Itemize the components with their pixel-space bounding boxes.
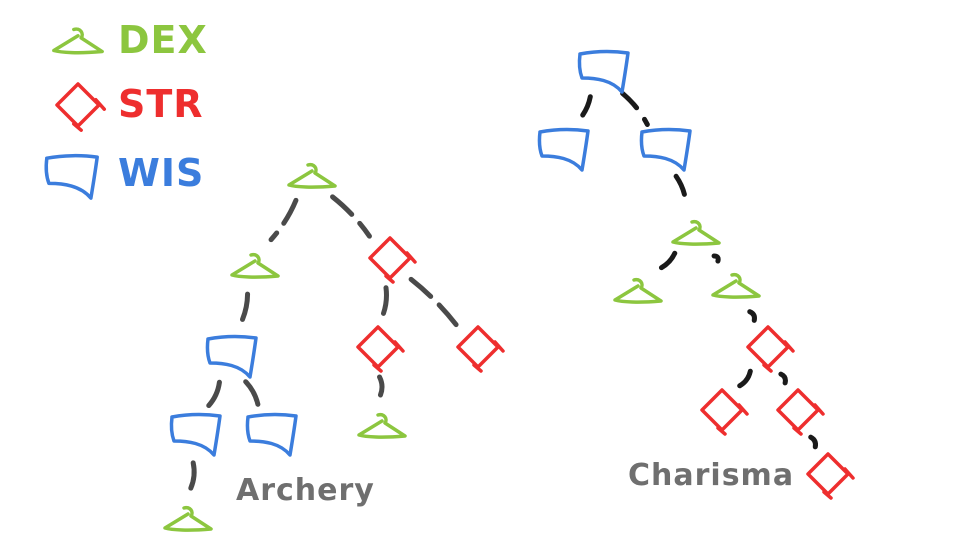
node-a1-dex-hanger-icon: [287, 162, 337, 189]
tree-label-charisma: Charisma: [628, 458, 794, 493]
banner-icon: [44, 153, 99, 200]
nodes-layer: [163, 49, 855, 532]
node-c6-dex-hanger-icon: [711, 272, 761, 299]
node-c5-dex-hanger-icon: [613, 277, 663, 304]
legend-dex-label: DEX: [118, 18, 208, 62]
node-a9-dex-hanger-icon: [357, 412, 407, 439]
node-a3-str-diamond-icon: [368, 236, 417, 284]
tree-edge-c9-c10: [808, 434, 818, 450]
tree-edge-c6-c7: [747, 309, 757, 323]
tree-edge-a1-a2: [268, 197, 299, 243]
tree-edge-a1-a3: [330, 194, 372, 239]
node-c10-str-diamond-icon: [806, 452, 855, 500]
node-a4-wis-banner-icon: [205, 334, 258, 379]
node-a10-dex-hanger-icon: [163, 505, 213, 532]
tree-edge-c4-c6: [711, 253, 721, 264]
tree-edge-a4-a8: [243, 379, 261, 409]
tree-edge-a3-a5: [379, 285, 389, 320]
node-c7-str-diamond-icon: [746, 325, 795, 373]
legend-dex-hanger-icon: [52, 27, 104, 55]
tree-edge-a5-a9: [377, 374, 385, 398]
tree-edge-c7-c9: [778, 371, 788, 386]
legend-str-diamond-icon: [55, 82, 106, 132]
node-a8-wis-banner-icon: [245, 412, 298, 457]
tree-edge-a3-a6: [408, 276, 460, 329]
edges-layer: [188, 90, 818, 491]
node-a2-dex-hanger-icon: [230, 252, 280, 279]
tree-edge-c3-c4: [673, 173, 689, 207]
legend: DEX STR WIS: [44, 18, 208, 200]
tree-edge-a7-a10: [188, 460, 197, 491]
tree-edge-c1-c2: [575, 94, 593, 124]
legend-wis-banner-icon: [44, 153, 99, 200]
hanger-icon: [52, 27, 104, 55]
node-a5-str-diamond-icon: [356, 325, 405, 373]
tree-edge-c1-c3: [620, 90, 650, 128]
diamond-icon: [55, 82, 106, 132]
node-c4-dex-hanger-icon: [671, 219, 721, 246]
tree-edge-c4-c5: [656, 250, 678, 272]
tree-edge-a2-a4: [236, 291, 251, 329]
node-c8-str-diamond-icon: [700, 388, 749, 436]
legend-wis-label: WIS: [118, 151, 204, 195]
legend-str-label: STR: [118, 82, 204, 126]
node-c3-wis-banner-icon: [639, 127, 692, 172]
node-a7-wis-banner-icon: [169, 412, 222, 457]
tree-edge-a4-a7: [206, 379, 222, 409]
tree-edge-c7-c8: [737, 368, 753, 389]
node-c9-str-diamond-icon: [776, 388, 825, 436]
node-c2-wis-banner-icon: [537, 127, 590, 172]
node-a6-str-diamond-icon: [456, 325, 505, 373]
tree-label-archery: Archery: [236, 473, 375, 508]
node-c1-wis-banner-icon: [577, 49, 630, 94]
